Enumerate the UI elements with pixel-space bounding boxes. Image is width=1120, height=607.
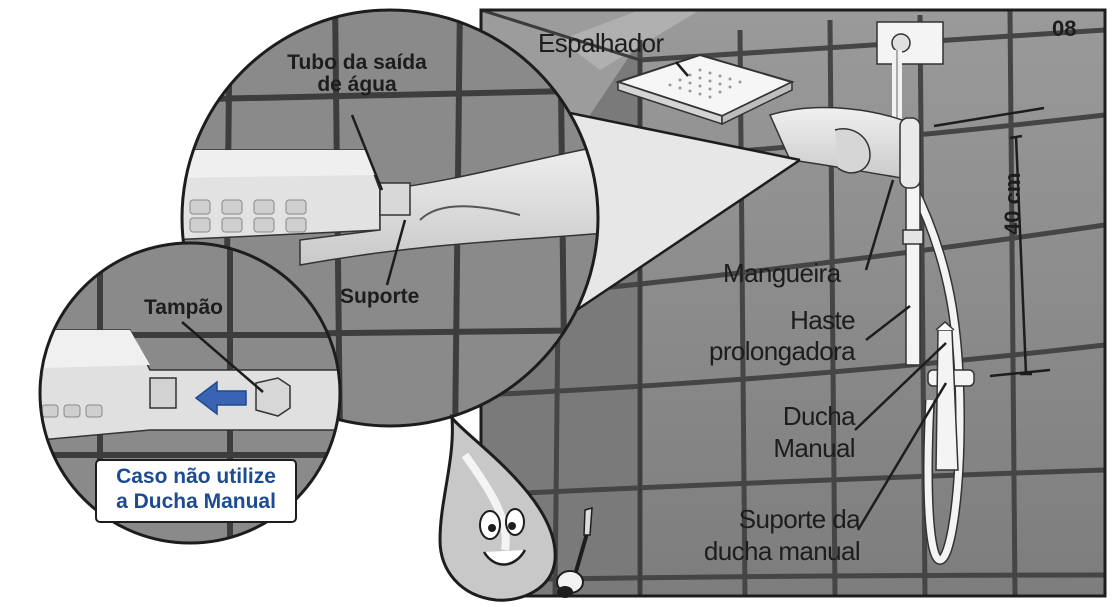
label-haste-line2: prolongadora [708,336,856,366]
detail-circle-cap [38,241,342,545]
dimension-40cm: 40 cm [1000,172,1025,235]
label-suporte: Suporte [340,285,420,308]
label-haste: Haste prolongadora [660,305,856,367]
page-number: 08 [1052,16,1077,41]
label-tampao: Tampão [144,296,223,319]
label-mangueira: Mangueira [723,258,841,288]
label-espalhador: Espalhador [538,28,664,58]
label-ducha-manual: Ducha Manual [720,400,855,464]
label-tubo: Tubo da saída de água [262,52,452,96]
caption-caso-nao-utilize: Caso não utilize a Ducha Manual [96,464,296,514]
caption-line2: a Ducha Manual [116,490,276,513]
label-suporte-ducha: Suporte da ducha manual [670,503,861,567]
label-haste-line1: Haste [790,305,856,335]
label-tubo-line2: de água [317,73,397,96]
label-tubo-line1: Tubo da saída [287,51,427,74]
label-suporte-ducha-line1: Suporte da [738,504,861,534]
water-drop-mascot [438,413,593,602]
label-suporte-ducha-line2: ducha manual [703,536,861,566]
caption-line1: Caso não utilize [116,465,276,488]
label-ducha-line1: Ducha [782,401,856,431]
label-ducha-line2: Manual [773,433,855,463]
